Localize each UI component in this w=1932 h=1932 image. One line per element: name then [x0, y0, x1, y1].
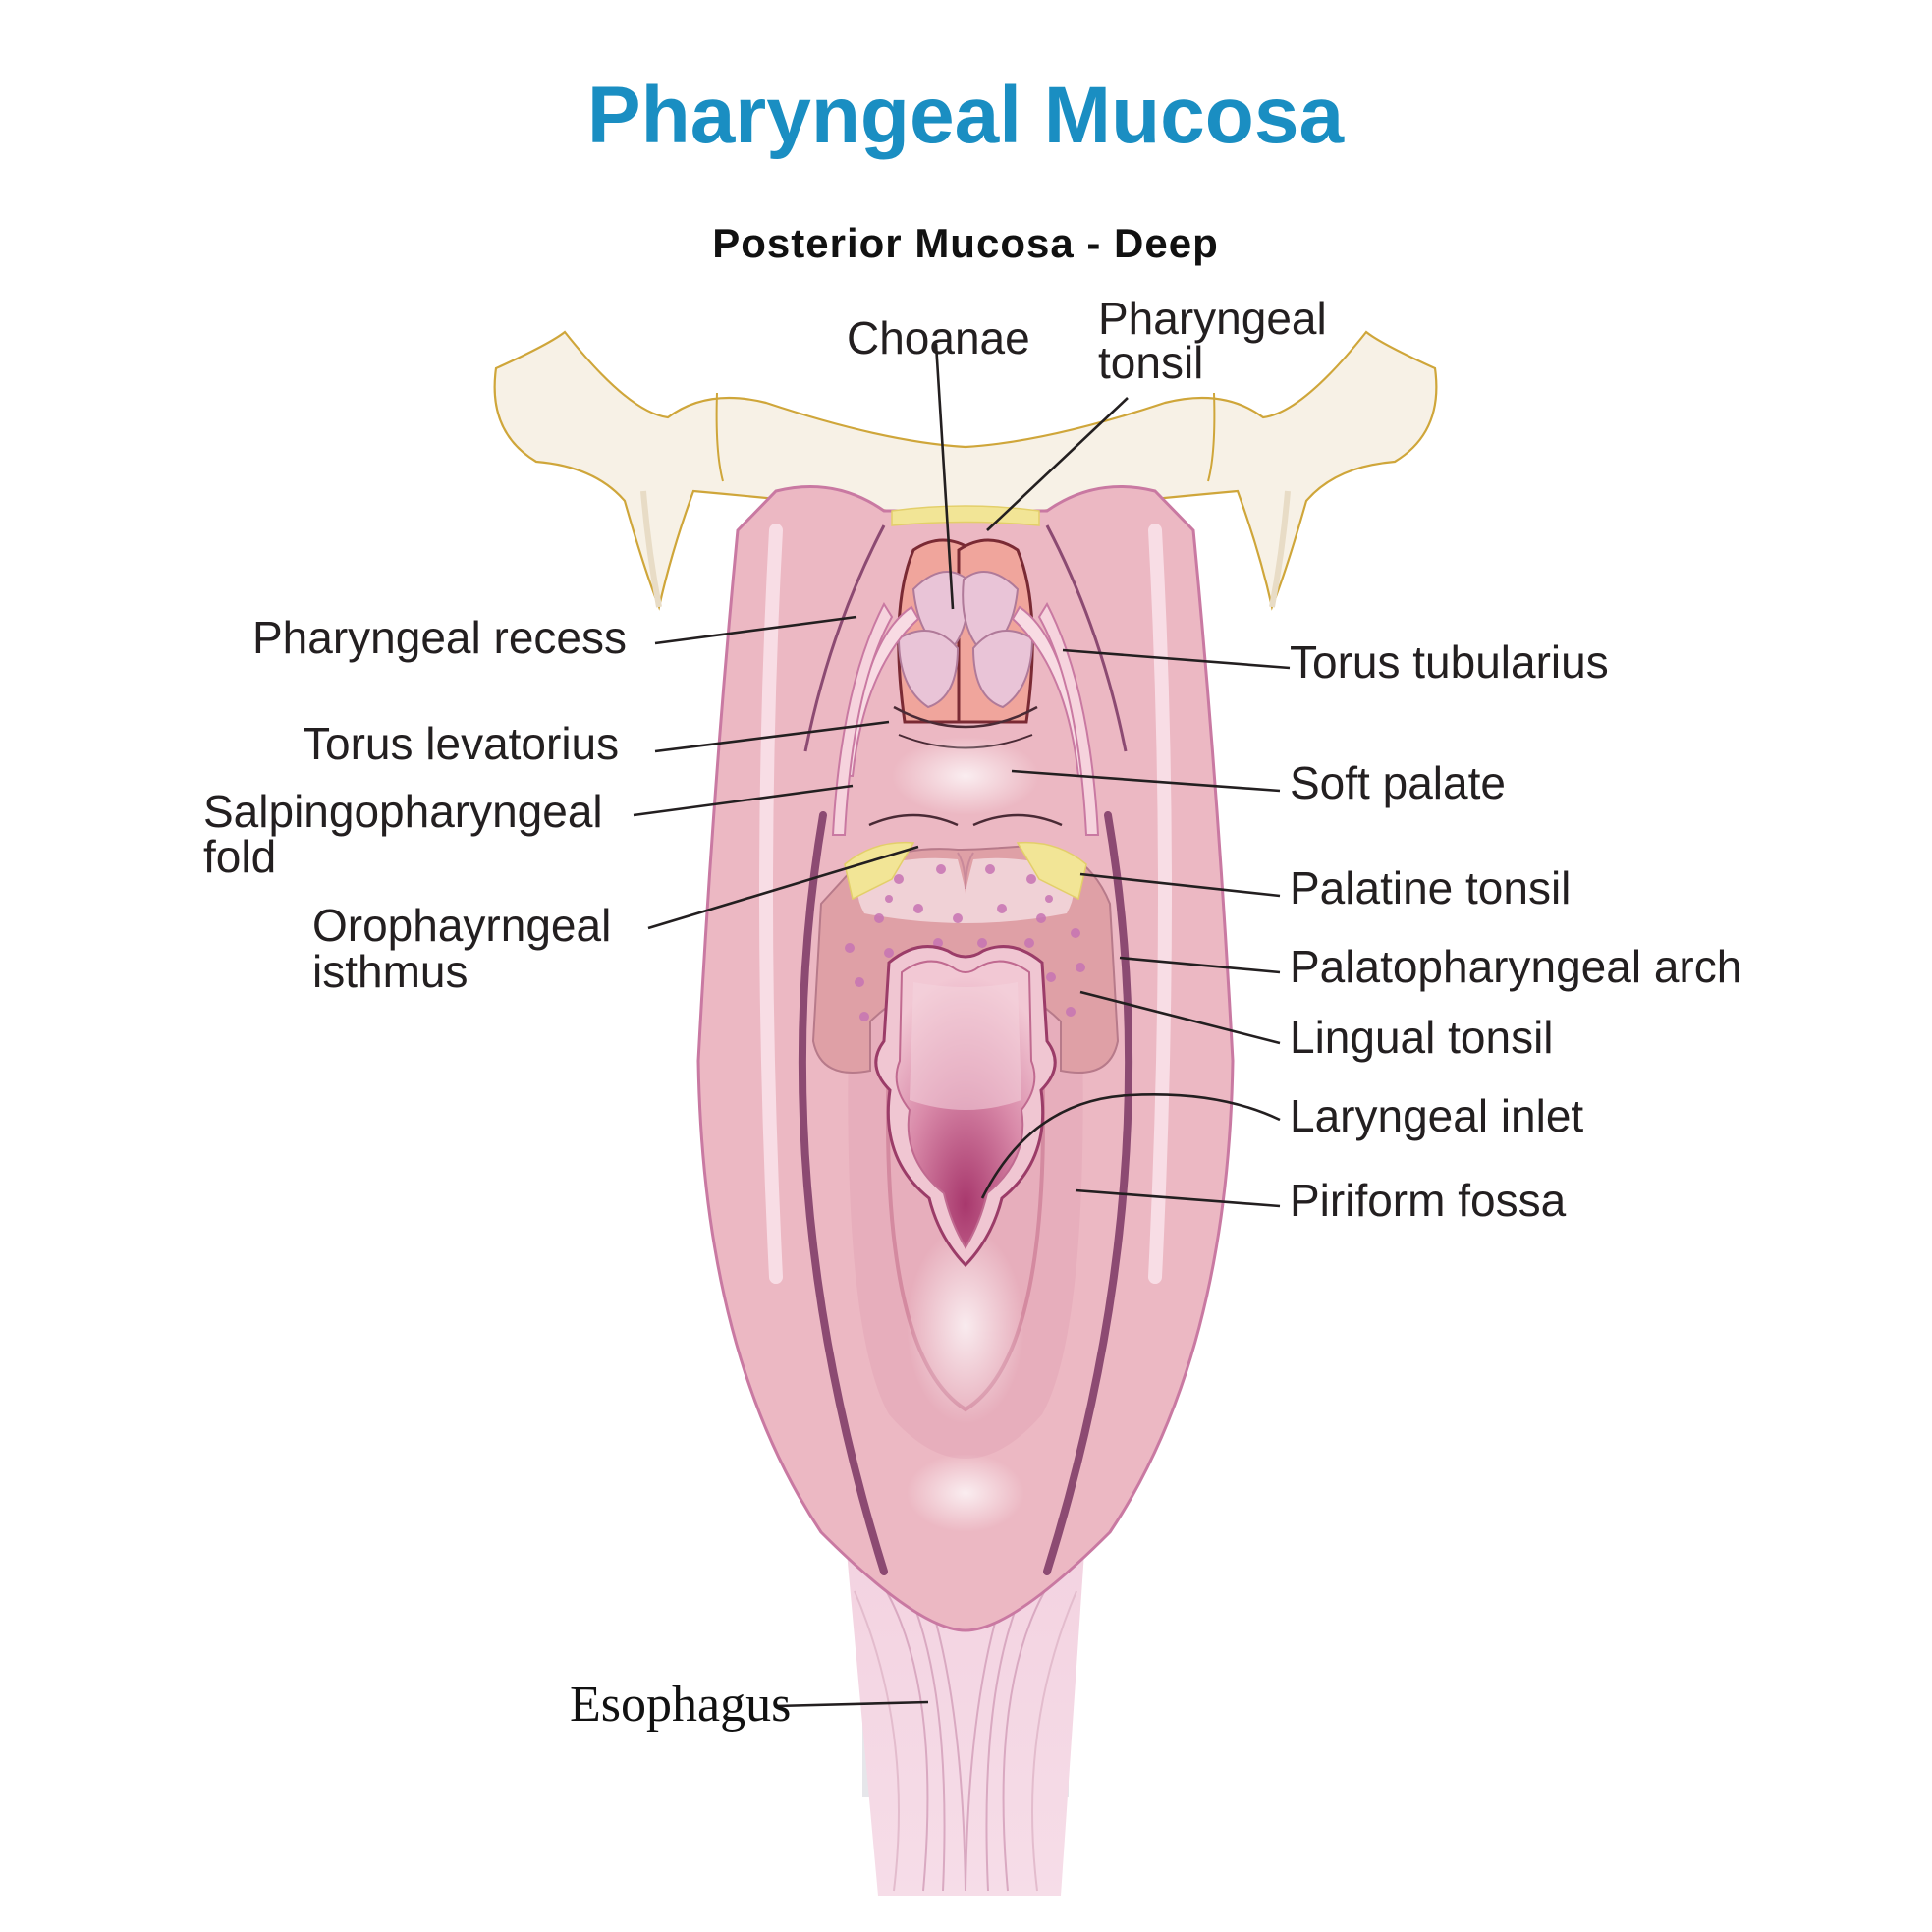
choanae-openings	[897, 538, 1034, 724]
section-subtitle: Posterior Mucosa - Deep	[712, 220, 1218, 266]
label-torus-levatorius: Torus levatorius	[303, 718, 619, 769]
leader-lines	[633, 343, 1291, 1708]
skull-base-bone	[493, 330, 1438, 611]
label-torus-tubularius: Torus tubularius	[1290, 636, 1609, 688]
laryngeal-inlet	[874, 945, 1057, 1268]
label-piriform-fossa: Piriform fossa	[1290, 1175, 1567, 1226]
label-palatopharyngeal-arch: Palatopharyngeal arch	[1290, 941, 1741, 992]
label-lingual-tonsil: Lingual tonsil	[1290, 1012, 1554, 1063]
label-pharyngeal-recess: Pharyngeal recess	[252, 612, 627, 663]
label-laryngeal-inlet: Laryngeal inlet	[1290, 1090, 1583, 1141]
label-salpingopharyngeal-fold-line1: Salpingopharyngeal	[203, 786, 603, 837]
label-pharyngeal-tonsil-line2: tonsil	[1098, 337, 1203, 388]
label-soft-palate: Soft palate	[1290, 757, 1506, 808]
label-salpingopharyngeal-fold-line2: fold	[203, 831, 276, 882]
label-palatine-tonsil: Palatine tonsil	[1290, 862, 1571, 913]
soft-palate	[892, 737, 1039, 815]
label-esophagus: Esophagus	[570, 1677, 791, 1733]
label-pharyngeal-tonsil-line1: Pharyngeal	[1098, 293, 1327, 344]
pharyngeal-tonsil-tissue	[891, 505, 1040, 526]
labels: Choanae Pharyngeal tonsil Pharyngeal rec…	[203, 293, 1741, 1733]
label-choanae: Choanae	[847, 312, 1030, 363]
page-title: Pharyngeal Mucosa	[587, 71, 1346, 160]
esophagus	[847, 1552, 1084, 1896]
palatine-arch-lines	[868, 813, 1063, 827]
label-oropharyngeal-isthmus-line1: Orophayrngeal	[312, 900, 611, 951]
label-oropharyngeal-isthmus-line2: isthmus	[312, 946, 468, 997]
